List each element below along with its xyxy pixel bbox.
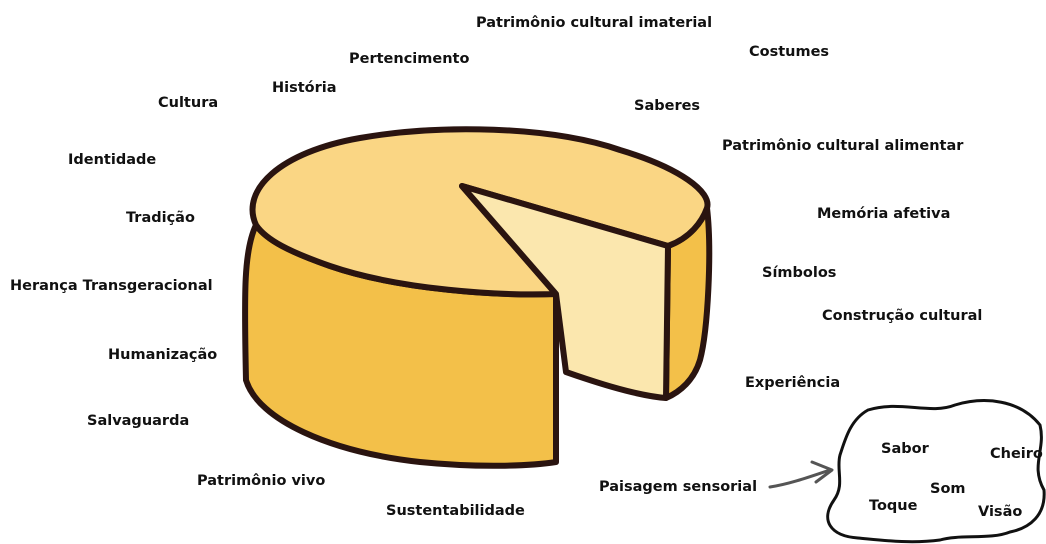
label-saberes: Saberes: [634, 97, 700, 115]
sense-visao: Visão: [978, 503, 1022, 521]
sense-toque: Toque: [869, 497, 917, 515]
label-cultura: Cultura: [158, 94, 218, 112]
label-tradicao: Tradição: [126, 209, 195, 227]
label-salvaguarda: Salvaguarda: [87, 412, 189, 430]
label-humanizacao: Humanização: [108, 346, 217, 364]
label-historia: História: [272, 79, 337, 97]
label-pertencimento: Pertencimento: [349, 50, 469, 68]
label-paisagem-sensorial: Paisagem sensorial: [599, 478, 757, 496]
arrow-icon: [770, 462, 832, 487]
label-sustentabilidade: Sustentabilidade: [386, 502, 525, 520]
label-memoria-afetiva: Memória afetiva: [817, 205, 950, 223]
label-heranca: Herança Transgeracional: [10, 277, 213, 295]
label-patrimonio-imaterial: Patrimônio cultural imaterial: [476, 14, 712, 32]
label-identidade: Identidade: [68, 151, 156, 169]
label-simbolos: Símbolos: [762, 264, 836, 282]
label-construcao-cultural: Construção cultural: [822, 307, 982, 325]
label-costumes: Costumes: [749, 43, 829, 61]
sense-sabor: Sabor: [881, 440, 929, 458]
sense-cheiro: Cheiro: [990, 445, 1043, 463]
label-experiencia: Experiência: [745, 374, 840, 392]
sense-som: Som: [930, 480, 966, 498]
label-patrimonio-vivo: Patrimônio vivo: [197, 472, 325, 490]
label-patrimonio-alimentar: Patrimônio cultural alimentar: [722, 137, 963, 155]
